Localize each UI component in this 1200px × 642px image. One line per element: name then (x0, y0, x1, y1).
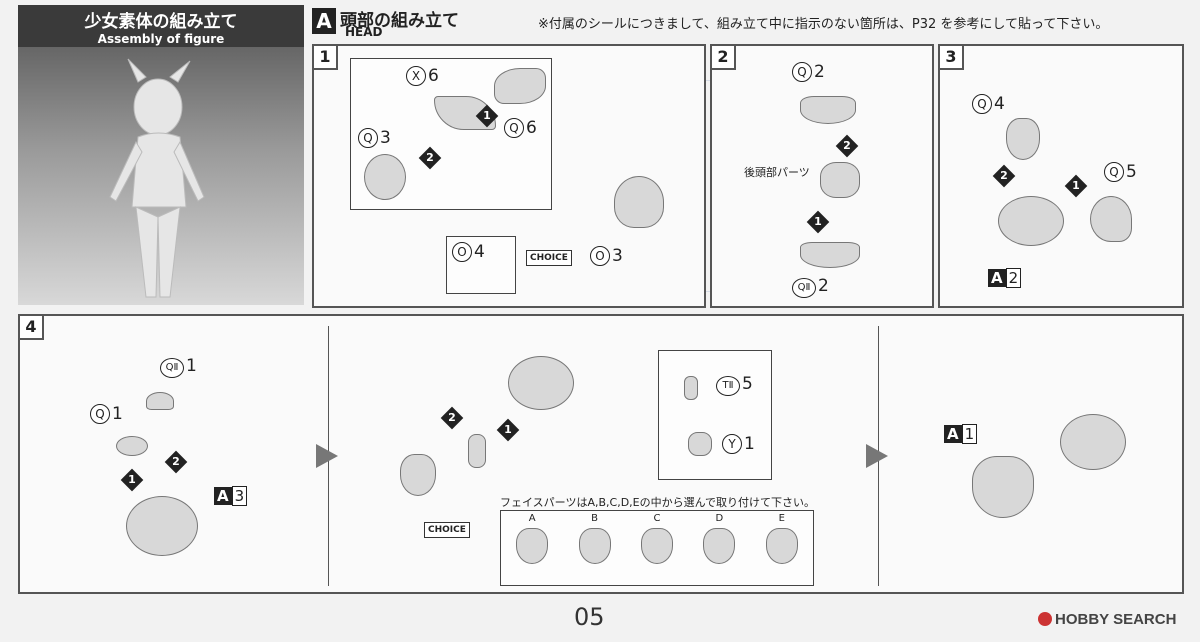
letter-qii-icon: QⅡ (792, 278, 816, 298)
watermark-logo-icon (1038, 612, 1052, 626)
section-title-en: HEAD (345, 25, 383, 39)
letter-y-icon: Y (722, 434, 742, 454)
neck-peg-part (684, 376, 698, 400)
section-title-jp: 頭部の組み立て (340, 11, 459, 31)
choice-arrow-icon: CHOICE (424, 522, 470, 538)
head-assembly (508, 356, 574, 410)
step-arrow-2-icon: 2 (418, 146, 442, 170)
step-arrow-2-icon: 2 (164, 450, 188, 474)
letter-qii-icon: QⅡ (160, 358, 184, 378)
hair-top-part (800, 96, 856, 124)
next-arrow-icon (866, 444, 888, 468)
step-number: 4 (20, 316, 44, 340)
step-arrow-2-icon: 2 (440, 406, 464, 430)
section-badge: A (312, 8, 336, 34)
face-option[interactable]: B (578, 511, 611, 585)
step-arrow-1-icon: 1 (120, 468, 144, 492)
step-arrow-1-icon: 1 (496, 418, 520, 442)
face-note: フェイスパーツはA,B,C,D,Eの中から選んで取り付けて下さい。 (500, 496, 816, 509)
letter-o-icon: O (452, 242, 472, 262)
hair-cap-part (146, 392, 174, 410)
letter-x-icon: X (406, 66, 426, 86)
step-number: 1 (314, 46, 338, 70)
face-option[interactable]: A (516, 511, 549, 585)
figure-photo (18, 47, 304, 305)
letter-q-icon: Q (358, 128, 378, 148)
hair-bottom-part (800, 242, 860, 268)
sticker-note: ※付属のシールにつきまして、組み立て中に指示のない箇所は、P32 を参考にして貼… (538, 17, 1109, 32)
face-plate-part (688, 432, 712, 456)
bangs-part (1006, 118, 1040, 160)
side-hair-part (1090, 196, 1132, 242)
step-arrow-2-icon: 2 (992, 164, 1016, 188)
head-assembly (614, 176, 664, 228)
horn-part (494, 68, 546, 104)
title-jp: 少女素体の組み立て (84, 12, 238, 32)
head-base-part (998, 196, 1064, 246)
step-number: 2 (712, 46, 736, 70)
face-options: A B C D E (500, 510, 814, 586)
letter-q-icon: Q (792, 62, 812, 82)
step-arrow-2-icon: 2 (835, 134, 859, 158)
letter-q-icon: Q (504, 118, 524, 138)
neck-joint-part (468, 434, 486, 468)
back-head-part (820, 162, 860, 198)
step-arrow-1-icon: 1 (1064, 174, 1088, 198)
face-option[interactable]: E (765, 511, 798, 585)
step-arrow-1-icon: 1 (806, 210, 830, 234)
watermark: HOBBY SEARCH (1038, 611, 1176, 628)
letter-q-icon: Q (1104, 162, 1124, 182)
hair-assembly (972, 456, 1034, 518)
hair-clip-part (116, 436, 148, 456)
back-head-label: 後頭部パーツ (744, 166, 810, 179)
letter-tii-icon: TⅡ (716, 376, 740, 396)
letter-q-icon: Q (90, 404, 110, 424)
title-en: Assembly of figure (97, 32, 225, 46)
step-arrow-1-icon: 1 (475, 104, 499, 128)
title-header: 少女素体の組み立て Assembly of figure (18, 5, 304, 47)
head-assembly (1060, 414, 1126, 470)
next-arrow-icon (316, 444, 338, 468)
face-part (400, 454, 436, 496)
face-option[interactable]: C (640, 511, 673, 585)
choice-arrow-icon: CHOICE (526, 250, 572, 266)
head-assembly (126, 496, 198, 556)
letter-o-icon: O (590, 246, 610, 266)
hair-part (364, 154, 406, 200)
page-number: 05 (574, 603, 605, 631)
detail-box (658, 350, 772, 480)
figure-silhouette (109, 58, 205, 298)
face-option[interactable]: D (703, 511, 736, 585)
step-number: 3 (940, 46, 964, 70)
letter-q-icon: Q (972, 94, 992, 114)
